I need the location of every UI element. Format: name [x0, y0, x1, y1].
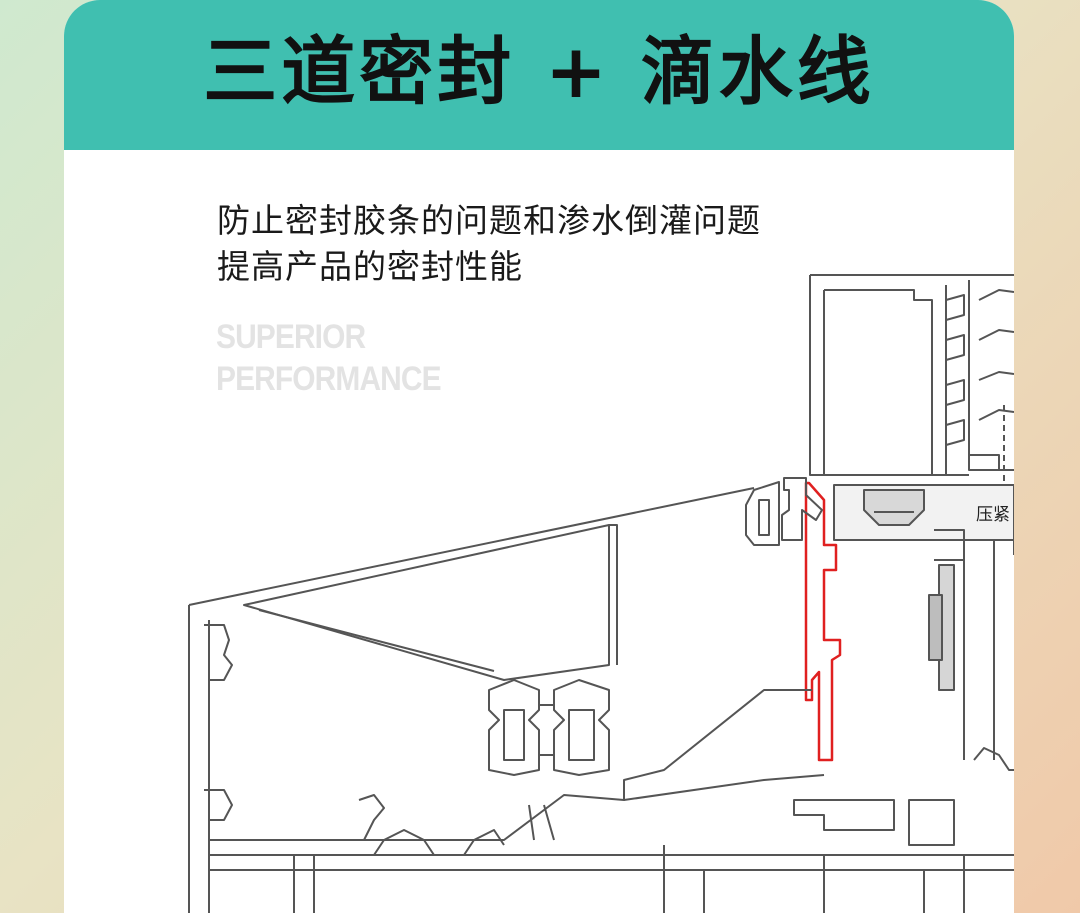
page-title: 三道密封 + 滴水线 — [203, 29, 875, 115]
pressure-bead: 压紧 — [833, 484, 1014, 561]
top-seal-clip — [781, 477, 823, 541]
description-line-1: 防止密封胶条的问题和渗水倒灌问题 — [217, 201, 761, 240]
description-line-2: 提高产品的密封性能 — [217, 247, 523, 286]
frame-profile — [188, 487, 1014, 913]
drip-line-seal — [804, 481, 842, 762]
title-banner: 三道密封 + 滴水线 — [64, 0, 1014, 150]
watermark-line-2: PERFORMANCE — [216, 360, 442, 398]
window-profile-cross-section: 压紧 — [188, 274, 1014, 913]
watermark-text: SUPERIOR PERFORMANCE — [216, 316, 442, 400]
content-card: 三道密封 + 滴水线 防止密封胶条的问题和渗水倒灌问题 提高产品的密封性能 SU… — [64, 0, 1014, 913]
sash-profile — [809, 274, 1014, 520]
description: 防止密封胶条的问题和渗水倒灌问题 提高产品的密封性能 — [217, 198, 761, 290]
pressure-label: 压紧 — [976, 505, 1010, 525]
hardware-block — [928, 540, 1014, 771]
watermark-line-1: SUPERIOR — [216, 318, 366, 356]
